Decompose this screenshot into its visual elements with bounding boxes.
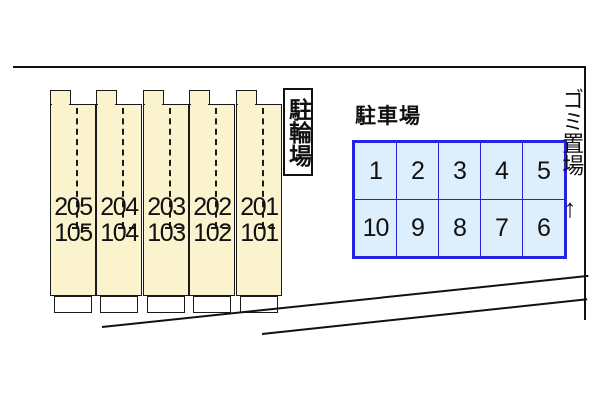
unit-riser-fill (237, 103, 256, 107)
parking-space: 3 (438, 142, 481, 200)
unit-room-labels: 205 105 (49, 193, 97, 247)
unit-balcony (100, 296, 138, 313)
parking-space: 9 (396, 199, 439, 257)
parking-space: 7 (480, 199, 523, 257)
unit-divider-dashed-line (169, 108, 171, 228)
unit-balcony (240, 296, 278, 313)
unit-room-labels: 201 101 (235, 193, 283, 247)
unit-body (50, 104, 96, 296)
unit-room-number-upper: 204 (100, 193, 139, 221)
unit-stair-riser (96, 90, 117, 106)
parking-lot-title: 駐車場 (355, 105, 421, 128)
unit-room-labels: 204 104 (95, 193, 143, 247)
unit-divider-foot-dashed-line (165, 227, 182, 229)
building-unit: 203 103 (142, 90, 190, 313)
parking-space: 6 (522, 199, 565, 257)
unit-riser-fill (144, 103, 163, 107)
unit-stair-riser (236, 90, 257, 106)
building-unit: 202 102 (188, 90, 236, 313)
bicycle-parking-area: 駐輪場 (283, 88, 313, 176)
unit-room-number-upper: 201 (240, 193, 279, 221)
unit-room-number-lower: 101 (240, 219, 279, 247)
apartment-building: 205 105 204 104 203 103 (49, 90, 283, 313)
unit-room-number-lower: 104 (100, 219, 139, 247)
unit-body (189, 104, 235, 296)
unit-riser-fill (97, 103, 116, 107)
parking-space: 2 (396, 142, 439, 200)
unit-room-number-lower: 102 (193, 219, 232, 247)
building-unit: 201 101 (235, 90, 283, 313)
garbage-direction-arrow-icon: ↑ (563, 193, 577, 223)
unit-stair-riser (50, 90, 71, 106)
parking-space: 4 (480, 142, 523, 200)
unit-room-number-lower: 105 (54, 219, 93, 247)
unit-divider-foot-dashed-line (118, 227, 135, 229)
unit-room-labels: 202 102 (188, 193, 236, 247)
building-unit: 204 104 (95, 90, 143, 313)
unit-balcony (54, 296, 92, 313)
unit-divider-dashed-line (262, 108, 264, 228)
parking-row: 10 9 8 7 6 (354, 199, 565, 257)
unit-riser-fill (190, 103, 209, 107)
unit-body (96, 104, 142, 296)
unit-divider-dashed-line (215, 108, 217, 228)
parking-row: 1 2 3 4 5 (354, 142, 565, 200)
unit-divider-foot-dashed-line (72, 227, 89, 229)
unit-divider-dashed-line (76, 108, 78, 228)
unit-body (143, 104, 189, 296)
bicycle-parking-label: 駐輪場 (285, 97, 312, 167)
garbage-area-label: ゴミ置場 (559, 88, 585, 176)
unit-balcony (147, 296, 185, 313)
parking-space: 10 (354, 199, 397, 257)
unit-divider-foot-dashed-line (211, 227, 228, 229)
building-unit: 205 105 (49, 90, 97, 313)
parking-lot-grid: 1 2 3 4 5 10 9 8 7 6 (352, 140, 567, 259)
parking-space: 5 (522, 142, 565, 200)
unit-divider-dashed-line (122, 108, 124, 228)
site-boundary-right-line (584, 66, 586, 320)
unit-room-number-upper: 202 (193, 193, 232, 221)
unit-body (236, 104, 282, 296)
parking-space: 8 (438, 199, 481, 257)
unit-room-number-lower: 103 (147, 219, 186, 247)
site-boundary-top-line (13, 66, 586, 68)
parking-space: 1 (354, 142, 397, 200)
unit-room-number-upper: 205 (54, 193, 93, 221)
unit-room-number-upper: 203 (147, 193, 186, 221)
unit-stair-riser (143, 90, 164, 106)
unit-stair-riser (189, 90, 210, 106)
garbage-area: ゴミ置場 (558, 88, 584, 218)
unit-riser-fill (51, 103, 70, 107)
unit-divider-foot-dashed-line (258, 227, 275, 229)
unit-balcony (193, 296, 231, 313)
unit-room-labels: 203 103 (142, 193, 190, 247)
